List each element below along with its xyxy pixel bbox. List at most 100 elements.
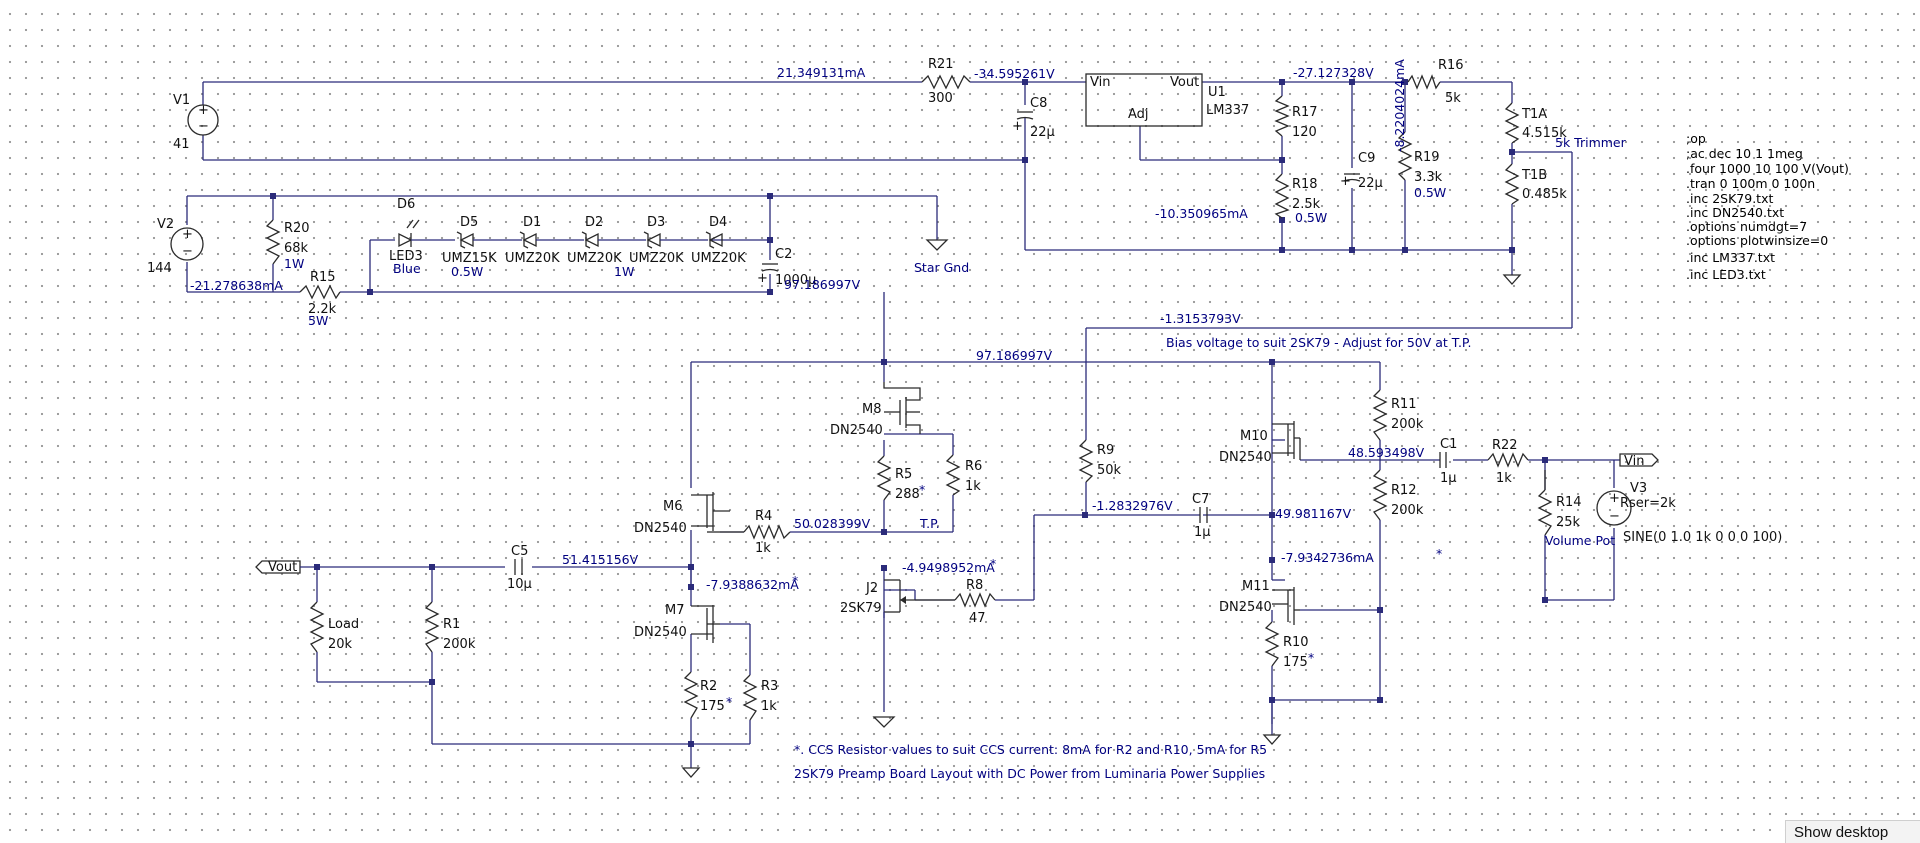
regulator-u1[interactable]: Vin Vout Adj U1 LM337: [1085, 73, 1249, 127]
mosfet-m7[interactable]: M7 DN2540: [634, 603, 720, 643]
r18-value: 2.5k: [1292, 197, 1321, 212]
spice-directive[interactable]: .inc 2SK79.txt: [1686, 191, 1773, 206]
op-v-c1: 48.593498V: [1348, 445, 1425, 460]
resistor-r8[interactable]: R8 47: [954, 578, 996, 626]
resistor-r14[interactable]: R14 25k Volume Pot: [1537, 470, 1615, 548]
resistor-r21[interactable]: R21 300: [921, 57, 971, 106]
r6-label: R6: [965, 459, 982, 474]
ground-symbols: [681, 239, 1522, 778]
d5-label: D5: [460, 215, 478, 230]
mosfet-m10[interactable]: M10 DN2540: [1219, 421, 1301, 465]
net-flag-vout[interactable]: Vout: [255, 560, 317, 575]
resistor-r10[interactable]: R10 175 *: [1264, 621, 1314, 670]
voltage-source-v3[interactable]: +− V3 Rser=2k SINE(0 1.0 1k 0 0 0 100): [1596, 481, 1782, 545]
capacitor-c7[interactable]: C7 1µ: [1192, 492, 1211, 540]
junction-dots: [270, 79, 1548, 747]
resistor-r22[interactable]: R22 1k: [1487, 438, 1529, 486]
spice-directive[interactable]: .tran 0 100m 0 100n: [1686, 176, 1815, 191]
zener-d4[interactable]: D4 UMZ20K: [691, 215, 746, 266]
show-desktop-button[interactable]: Show desktop: [1785, 820, 1920, 843]
v3-label: V3: [1630, 481, 1647, 496]
spice-directive[interactable]: .options numdgt=7: [1686, 219, 1807, 234]
spice-directive[interactable]: .options plotwinsize=0: [1686, 233, 1828, 248]
resistor-r6[interactable]: R6 1k: [945, 454, 982, 496]
c7-value: 1µ: [1194, 525, 1211, 540]
op-v-m10s: 49.981167V: [1275, 506, 1352, 521]
trimmer-t1b[interactable]: T1B 0.485k: [1504, 163, 1567, 205]
c8-label: C8: [1030, 96, 1047, 111]
capacitor-c8[interactable]: + C8 22µ: [1012, 96, 1055, 140]
led-d6[interactable]: D6 LED3 Blue: [389, 197, 455, 276]
spice-directive[interactable]: ;ac dec 10 1 1meg: [1686, 146, 1803, 161]
zener-d3[interactable]: D3 UMZ20K: [629, 215, 708, 266]
voltage-source-v2[interactable]: +− V2 144: [147, 217, 204, 276]
capacitor-c1[interactable]: C1 1µ: [1439, 437, 1457, 486]
resistor-r19[interactable]: R19 3.3k 0.5W: [1397, 131, 1446, 200]
led3-label: LED3: [389, 249, 423, 264]
zener-d1[interactable]: D1 UMZ20K: [505, 215, 584, 266]
op-star-m11: *: [1436, 546, 1442, 561]
jfet-j2[interactable]: J2 2SK79: [840, 579, 955, 712]
resistor-r20[interactable]: R20 68k 1W: [265, 219, 310, 271]
capacitor-c9[interactable]: + C9 22µ: [1340, 151, 1383, 191]
capacitor-c2[interactable]: + C2 1000µ: [757, 247, 816, 288]
net-flag-vin[interactable]: Vin: [1619, 453, 1659, 469]
resistor-r1[interactable]: R1 200k: [424, 601, 476, 653]
spice-directive[interactable]: .inc DN2540.txt: [1686, 205, 1784, 220]
d4-value: UMZ20K: [691, 251, 746, 266]
zener-d2[interactable]: D2 UMZ20K 1W: [567, 215, 646, 279]
show-desktop-label: Show desktop: [1794, 823, 1889, 841]
resistor-r9[interactable]: R9 50k: [1078, 439, 1122, 483]
op-v-c5: 51.415156V: [562, 552, 639, 567]
mosfet-m8[interactable]: M8 DN2540: [830, 382, 921, 438]
op-star-j2: *: [990, 556, 996, 571]
zener-d5[interactable]: D5 UMZ15K 0.5W: [442, 215, 522, 279]
mosfet-m6[interactable]: M6 DN2540: [634, 492, 744, 536]
ccs-note: *. CCS Resistor values to suit CCS curre…: [794, 742, 1267, 757]
r21-value: 300: [928, 91, 953, 106]
d3-value: UMZ20K: [629, 251, 684, 266]
d1-label: D1: [523, 215, 541, 230]
c2-value: 1000µ: [775, 273, 816, 288]
r19-label: R19: [1414, 150, 1440, 165]
m6-label: M6: [663, 499, 683, 514]
spice-directives[interactable]: ;op;ac dec 10 1 1meg.four 1000 10 100 V(…: [1686, 131, 1849, 282]
resistor-r17[interactable]: R17 120: [1274, 95, 1318, 140]
resistor-r12[interactable]: R12 200k: [1372, 469, 1424, 521]
spice-directive[interactable]: .four 1000 10 100 V(Vout): [1686, 161, 1849, 176]
resistor-r5[interactable]: R5 288 *: [876, 455, 925, 502]
spice-directive[interactable]: .inc LM337.txt: [1686, 250, 1775, 265]
voltage-source-v1[interactable]: +− V1 41: [173, 93, 219, 152]
r10-star: *: [1308, 650, 1314, 665]
resistor-r16[interactable]: R16 5k: [1407, 58, 1464, 106]
j2-label: J2: [865, 581, 878, 596]
r12-value: 200k: [1391, 503, 1424, 518]
mosfet-m11[interactable]: M11 DN2540: [1219, 579, 1300, 625]
d5-power: 0.5W: [451, 264, 483, 279]
spice-directive[interactable]: .inc LED3.txt: [1686, 267, 1766, 282]
d3-label: D3: [647, 215, 665, 230]
m10-value: DN2540: [1219, 450, 1272, 465]
u1-label: U1: [1208, 85, 1226, 100]
r16-value: 5k: [1445, 91, 1461, 106]
v1-value: 41: [173, 137, 190, 152]
r15-power: 5W: [308, 313, 328, 328]
resistor-r15[interactable]: R15 2.2k 5W: [299, 270, 341, 328]
resistor-r3[interactable]: R3 1k: [742, 674, 778, 721]
resistor-r2[interactable]: R2 175 *: [683, 671, 732, 719]
resistor-load[interactable]: Load 20k: [309, 601, 359, 653]
c9-label: C9: [1358, 151, 1375, 166]
spice-directive[interactable]: ;op: [1686, 131, 1706, 146]
m7-label: M7: [665, 603, 685, 618]
c9-value: 22µ: [1358, 176, 1383, 191]
r16-label: R16: [1438, 58, 1464, 73]
capacitor-c5[interactable]: C5 10µ: [507, 544, 532, 592]
resistor-r18[interactable]: R18 2.5k 0.5W: [1274, 173, 1327, 225]
r20-value: 68k: [284, 241, 309, 256]
op-v-trim: -1.3153793V: [1160, 311, 1241, 326]
trimmer-t1a[interactable]: T1A 4.515k: [1504, 102, 1567, 144]
resistor-r11[interactable]: R11 200k: [1372, 389, 1424, 441]
resistor-r4[interactable]: R4 1k: [743, 509, 791, 556]
